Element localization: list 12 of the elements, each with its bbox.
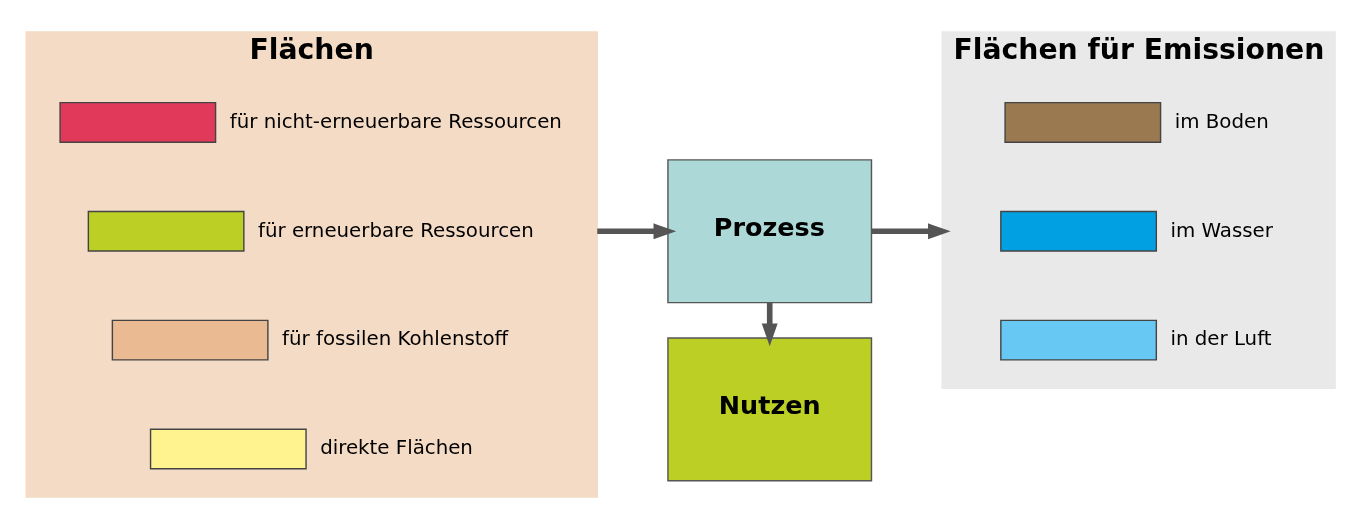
node-label: für nicht-erneuerbare Ressourcen — [229, 109, 562, 133]
node-box: Prozess — [667, 159, 873, 304]
node-label: in der Luft — [1170, 327, 1272, 351]
arrow — [871, 223, 951, 240]
node-label: im Wasser — [1170, 218, 1273, 242]
arrow — [597, 223, 677, 240]
node-label: für erneuerbare Ressourcen — [257, 218, 534, 242]
node-label: im Boden — [1174, 109, 1269, 133]
node-label: für fossilen Kohlenstoff — [282, 327, 509, 351]
node-label: direkte Flächen — [320, 436, 473, 460]
arrow — [761, 302, 778, 347]
node-box: Nutzen — [667, 337, 873, 482]
